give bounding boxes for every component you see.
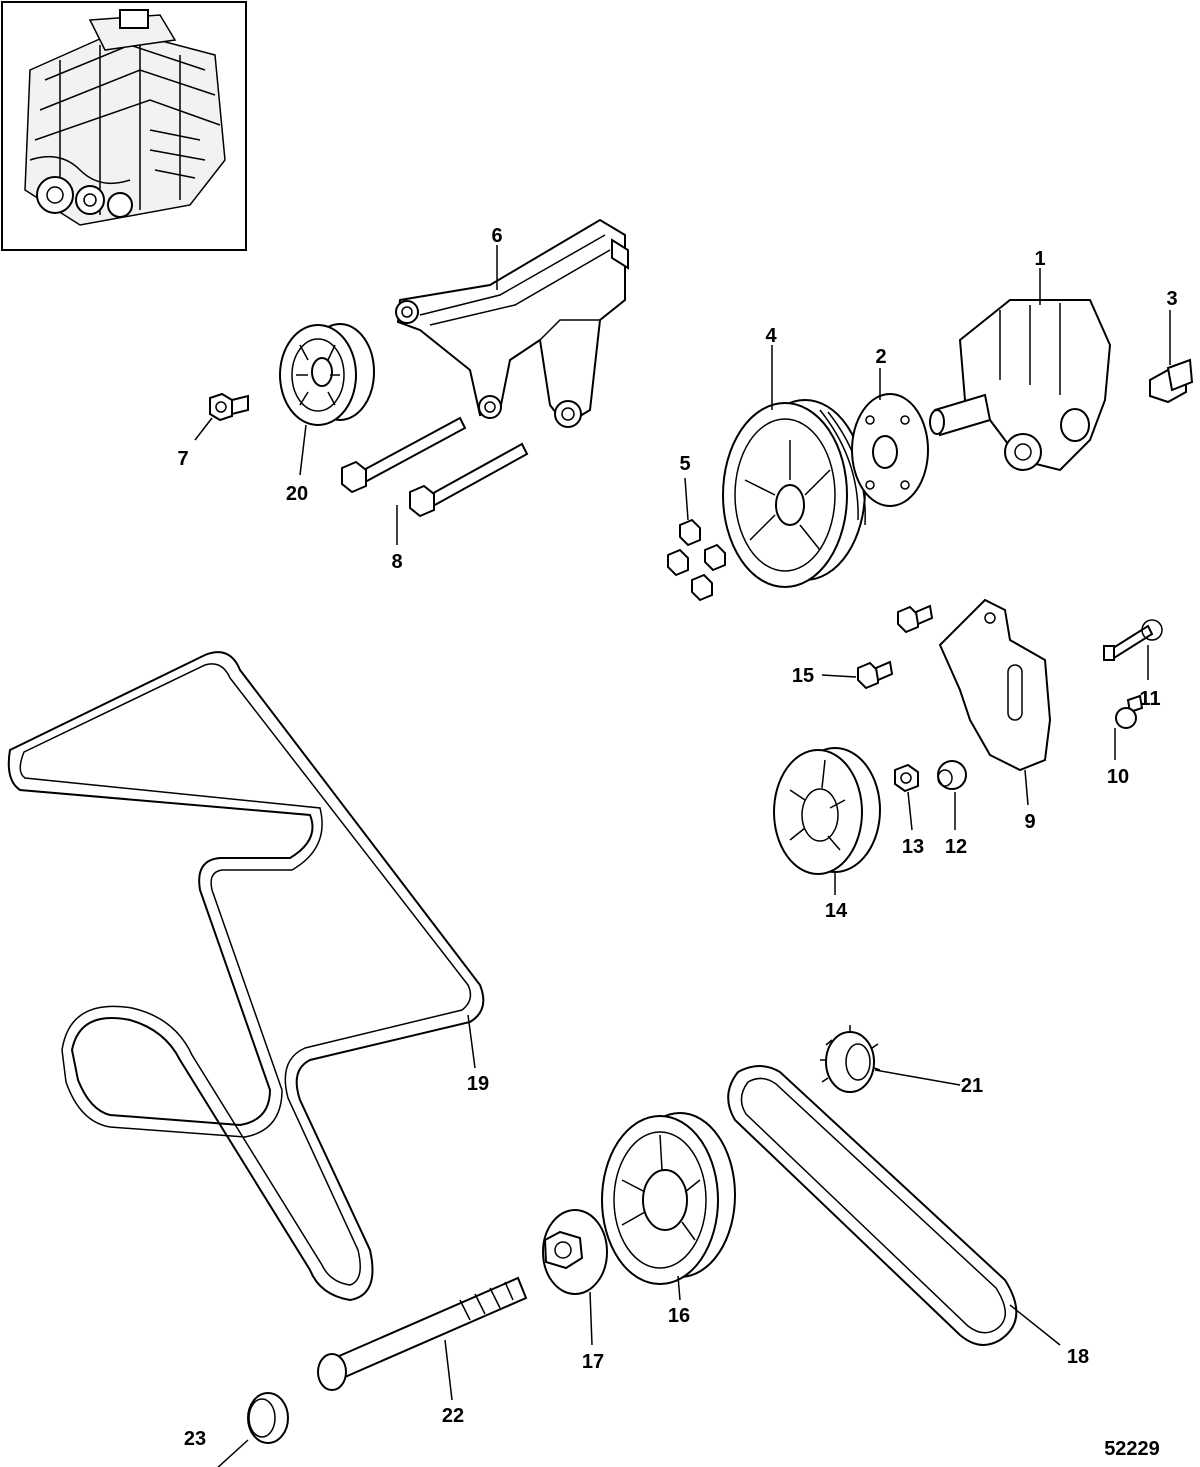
callout-8: 8 — [391, 551, 402, 573]
callout-19: 19 — [467, 1073, 489, 1095]
callout-9: 9 — [1024, 811, 1035, 833]
nut-13 — [894, 763, 919, 793]
callout-labels: 1 2 3 4 5 6 7 8 9 10 11 12 13 14 15 16 1… — [177, 225, 1177, 1450]
figure-reference-number: 52229 — [1104, 1438, 1160, 1460]
long-bolts-8 — [341, 416, 529, 518]
callout-14: 14 — [825, 900, 848, 922]
mounting-bracket — [395, 218, 629, 428]
callout-7: 7 — [177, 448, 188, 470]
bolt-10 — [1115, 694, 1144, 729]
leader-lines — [194, 245, 1171, 1467]
crank-bolt — [317, 1276, 528, 1391]
hub-plate — [851, 393, 929, 507]
callout-20: 20 — [286, 483, 308, 505]
callout-16: 16 — [668, 1305, 690, 1327]
idler-pulley — [279, 323, 375, 426]
spacer-12 — [937, 760, 967, 790]
callout-4: 4 — [765, 325, 777, 347]
power-steering-pulley — [722, 399, 866, 588]
tensioner-stud — [1103, 619, 1163, 661]
callout-11: 11 — [1139, 688, 1160, 710]
callout-1: 1 — [1034, 248, 1045, 270]
callout-2: 2 — [875, 346, 886, 368]
bracket-bolts-15 — [857, 604, 934, 690]
bolt-7 — [209, 392, 249, 422]
tensioner-pulley — [773, 747, 881, 875]
callout-12: 12 — [945, 836, 967, 858]
crank-washer — [542, 1209, 608, 1295]
pump-fitting — [1149, 358, 1194, 404]
drive-belt — [727, 1065, 1018, 1346]
engine-overview-inset — [1, 1, 247, 251]
pulley-bolts-5 — [667, 518, 726, 602]
callout-3: 3 — [1166, 288, 1177, 310]
callout-17: 17 — [582, 1351, 604, 1373]
serpentine-belt — [7, 651, 485, 1302]
callout-23: 23 — [184, 1428, 206, 1450]
callout-22: 22 — [442, 1405, 464, 1427]
power-steering-pump — [929, 299, 1112, 472]
callout-13: 13 — [902, 836, 924, 858]
drive-gear — [820, 1025, 881, 1093]
callout-5: 5 — [679, 453, 690, 475]
callout-21: 21 — [961, 1075, 983, 1097]
crankshaft-pulley — [601, 1112, 736, 1285]
callout-15: 15 — [792, 665, 814, 687]
callout-18: 18 — [1067, 1346, 1089, 1368]
callout-10: 10 — [1107, 766, 1129, 788]
cap-plug — [247, 1392, 289, 1444]
callout-6: 6 — [491, 225, 502, 247]
tensioner-bracket — [938, 598, 1052, 772]
engine-illustration — [24, 9, 226, 226]
